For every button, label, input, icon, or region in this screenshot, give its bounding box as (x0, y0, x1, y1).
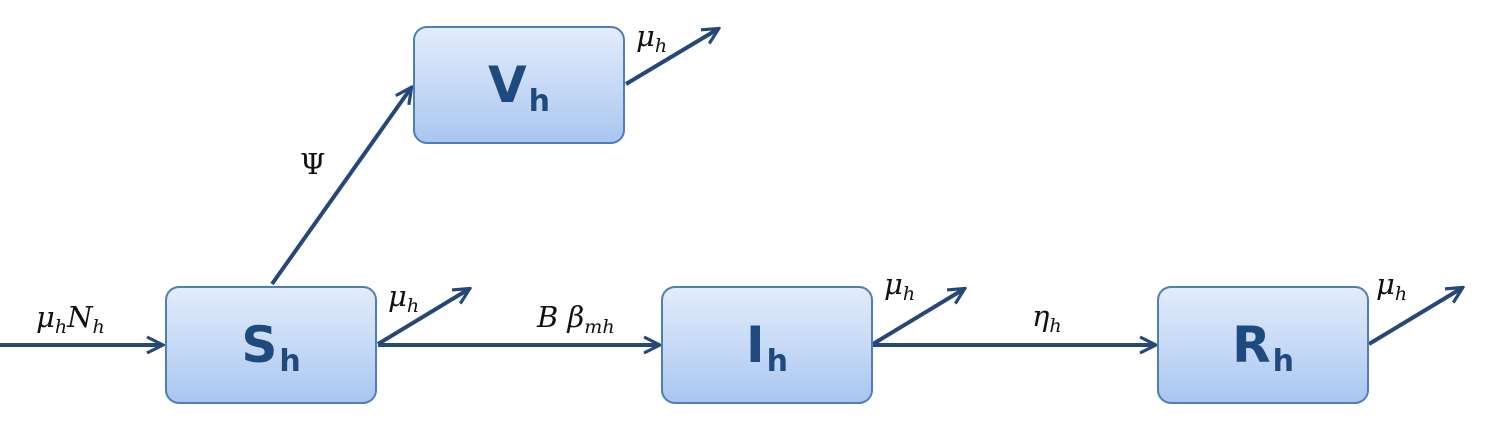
node-infected-subscript: h (766, 343, 788, 379)
death-R-arrow (1367, 288, 1462, 346)
vaccination-label: Ψ (300, 147, 326, 181)
node-vaccinated-subscript: h (528, 83, 551, 119)
death-V-arrow (624, 29, 718, 86)
node-vaccinated-label: V (487, 56, 527, 114)
vaccination-arrow (270, 88, 411, 286)
node-infected-label: I (746, 316, 765, 374)
recruitment-label: μhNh (36, 300, 105, 338)
infection-label: B βmh (537, 300, 615, 338)
node-recovered-label: R (1232, 316, 1271, 374)
node-recovered-subscript: h (1272, 343, 1294, 379)
death-S-arrow (376, 289, 469, 346)
recovery-label: ηh (1032, 299, 1062, 337)
death-R-label: μh (1376, 267, 1408, 305)
death-I-arrow (871, 289, 964, 346)
death-I-label: μh (884, 267, 916, 305)
node-susceptible-label: S (241, 316, 278, 374)
death-S-label: μh (388, 279, 420, 317)
node-susceptible-subscript: h (279, 343, 301, 379)
death-V-label: μh (636, 19, 668, 57)
